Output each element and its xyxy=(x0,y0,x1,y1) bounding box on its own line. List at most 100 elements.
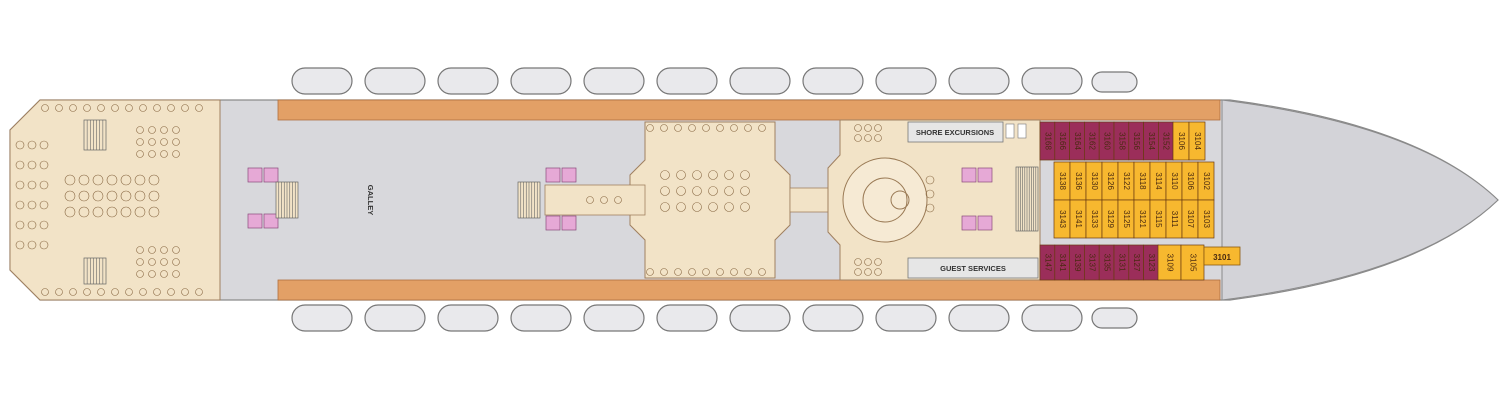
table xyxy=(854,124,862,132)
table xyxy=(15,200,25,210)
table xyxy=(614,196,622,204)
table xyxy=(172,126,180,134)
table xyxy=(744,268,752,276)
cabin-number: 3118 xyxy=(1138,172,1147,190)
table xyxy=(92,206,104,218)
cabin-number: 3154 xyxy=(1147,132,1156,150)
table xyxy=(864,268,872,276)
restroom-icon xyxy=(263,167,279,183)
table xyxy=(724,202,734,212)
cabin[interactable] xyxy=(1197,199,1215,239)
table xyxy=(874,268,882,276)
table xyxy=(160,258,168,266)
table xyxy=(874,134,882,142)
table xyxy=(660,124,668,132)
table xyxy=(134,190,146,202)
table xyxy=(874,124,882,132)
table xyxy=(136,246,144,254)
table xyxy=(27,160,37,170)
cabin-number: 3147 xyxy=(1043,254,1052,272)
lifeboat xyxy=(948,304,1010,332)
cabin-number: 3141 xyxy=(1058,254,1067,272)
table xyxy=(692,170,702,180)
table xyxy=(702,268,710,276)
table xyxy=(758,124,766,132)
table xyxy=(925,189,935,199)
elevator-marker xyxy=(1005,123,1015,139)
cabin-number: 3122 xyxy=(1122,172,1131,190)
table xyxy=(660,170,670,180)
table xyxy=(646,268,654,276)
table xyxy=(148,138,156,146)
atrium-circle xyxy=(842,157,928,243)
atrium-center xyxy=(890,190,910,210)
table xyxy=(83,104,91,112)
lifeboat-small xyxy=(1091,307,1138,329)
restroom-icon xyxy=(545,215,561,231)
table xyxy=(64,174,76,186)
cabin-number: 3143 xyxy=(1058,210,1067,228)
table xyxy=(692,202,702,212)
restroom-icon xyxy=(247,213,263,229)
cabin-number: 3164 xyxy=(1073,132,1082,150)
cabin-number: 3158 xyxy=(1117,132,1126,150)
table xyxy=(167,288,175,296)
lifeboat xyxy=(437,67,499,95)
lifeboat xyxy=(656,67,718,95)
cabin-number: 3125 xyxy=(1122,210,1131,228)
restroom-icon xyxy=(961,215,977,231)
lifeboat xyxy=(729,67,791,95)
cabin-number: 3121 xyxy=(1138,210,1147,228)
lifeboat xyxy=(729,304,791,332)
cabin-number: 3114 xyxy=(1154,172,1163,190)
cabin[interactable] xyxy=(1188,121,1206,161)
restroom-icon xyxy=(545,167,561,183)
table xyxy=(39,160,49,170)
table xyxy=(160,138,168,146)
galley-label: GALLEY xyxy=(366,185,375,215)
cabin-number: 3126 xyxy=(1106,172,1115,190)
table xyxy=(148,270,156,278)
table xyxy=(600,196,608,204)
table xyxy=(172,258,180,266)
cabin-number: 3139 xyxy=(1073,254,1082,272)
lifeboat xyxy=(875,304,937,332)
table xyxy=(744,124,752,132)
table xyxy=(148,246,156,254)
table xyxy=(27,140,37,150)
table xyxy=(708,170,718,180)
table xyxy=(195,288,203,296)
restroom-icon xyxy=(561,167,577,183)
restroom-icon xyxy=(977,167,993,183)
cabin-number: 3105 xyxy=(1188,254,1197,272)
table xyxy=(78,206,90,218)
cabin-number: 3156 xyxy=(1132,132,1141,150)
table xyxy=(111,288,119,296)
lifeboat xyxy=(583,67,645,95)
table xyxy=(153,104,161,112)
table xyxy=(160,246,168,254)
cabin-3101[interactable] xyxy=(1203,246,1241,266)
table xyxy=(925,203,935,213)
table xyxy=(106,174,118,186)
lifeboat xyxy=(802,304,864,332)
mid-lounge xyxy=(629,121,791,279)
table xyxy=(160,270,168,278)
table xyxy=(160,126,168,134)
table xyxy=(148,206,160,218)
table xyxy=(148,174,160,186)
promenade-top xyxy=(277,99,1221,121)
cabin-number: 3107 xyxy=(1186,210,1195,228)
lifeboat xyxy=(948,67,1010,95)
restroom-icon xyxy=(561,215,577,231)
table xyxy=(139,104,147,112)
table xyxy=(39,180,49,190)
table xyxy=(15,140,25,150)
table xyxy=(730,268,738,276)
table xyxy=(92,174,104,186)
furniture xyxy=(15,104,935,296)
table xyxy=(15,160,25,170)
table xyxy=(724,186,734,196)
